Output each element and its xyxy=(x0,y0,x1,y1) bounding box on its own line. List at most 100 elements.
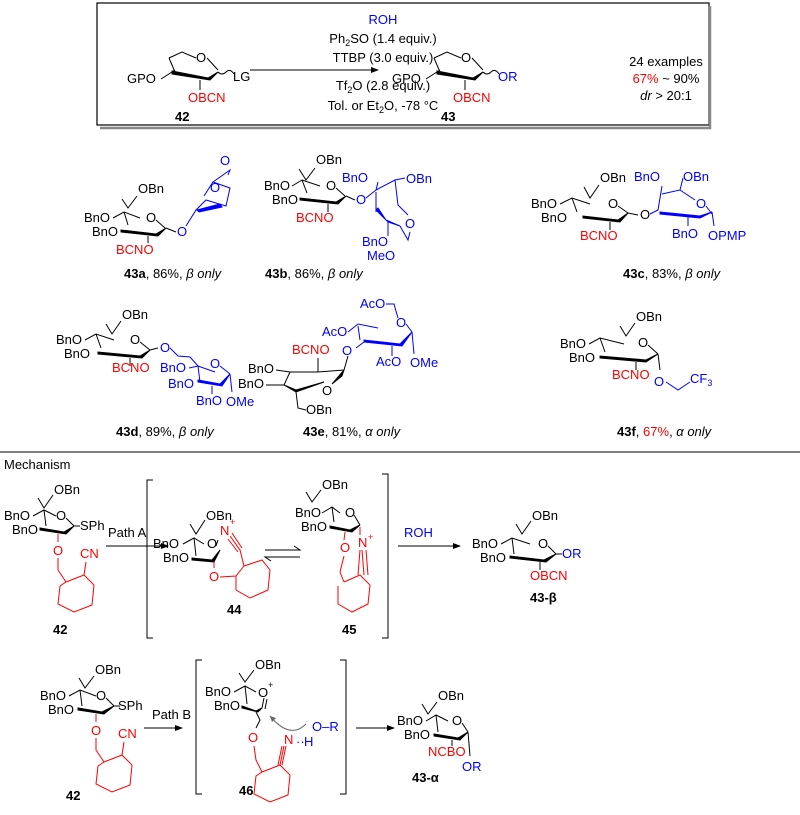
bno-label: BnO xyxy=(92,224,118,239)
ring-oxygen: O xyxy=(608,196,618,211)
path-a-label: Path A xyxy=(108,525,147,540)
ether-oxygen: O xyxy=(340,540,350,555)
glycosidic-oxygen: O xyxy=(160,340,170,355)
curved-arrow-head xyxy=(270,716,276,722)
bno-label: BnO xyxy=(205,684,231,699)
obcn-label: OBCN xyxy=(453,90,491,105)
bcno-label: BCNO xyxy=(612,367,650,382)
obcn-label: OBCN xyxy=(188,90,226,105)
bno-label: BnO xyxy=(4,508,30,523)
left-bracket-b xyxy=(195,659,202,795)
obn-label: OBn xyxy=(95,662,121,677)
reaction-conditions: ROH Ph2SO (1.4 equiv.) TTBP (3.0 equiv.)… xyxy=(250,12,438,115)
bno-label: BnO xyxy=(40,688,66,703)
bno-label: BnO xyxy=(84,210,110,225)
obn-label: OBn xyxy=(532,508,558,523)
glycosidic-oxygen: O xyxy=(177,224,187,239)
condition-tf2o: Tf2O (2.8 equiv.) xyxy=(336,78,430,95)
leaving-group-label: LG xyxy=(233,69,250,84)
ring-oxygen: O xyxy=(210,180,220,195)
glycosidic-oxygen: O xyxy=(342,343,352,358)
glycosidic-oxygen: O xyxy=(356,192,366,207)
or-label: OR xyxy=(462,759,482,774)
caption-43f: 43f, 67%, α only xyxy=(617,424,713,439)
meo-label: MeO xyxy=(367,248,395,263)
compound-43-beta-label: 43-β xyxy=(530,590,557,605)
caption-43b: 43b, 86%, β only xyxy=(265,266,364,281)
condition-roh: ROH xyxy=(369,12,398,27)
ring-oxygen: O xyxy=(210,356,220,371)
condition-ph2so: Ph2SO (1.4 equiv.) xyxy=(329,31,436,48)
example-43d: OBn BnO BnO O BCNO O BnO BnO O BnO OMe 4… xyxy=(56,307,254,439)
obn-label: OBn xyxy=(54,482,80,497)
bno-label: BnO xyxy=(48,702,74,717)
ether-oxygen: O xyxy=(209,569,219,584)
obn-label: OBn xyxy=(206,508,232,523)
compound-42-label: 42 xyxy=(53,622,67,637)
bno-label: BnO xyxy=(362,234,388,249)
path-a-compound-42: OBn BnO BnO O SPh O CN 42 xyxy=(4,482,105,637)
bno-label: BnO xyxy=(168,376,194,391)
ring-oxygen: O xyxy=(538,536,548,551)
left-bracket xyxy=(146,479,153,639)
bno-label: BnO xyxy=(56,332,82,347)
aco-label: AcO xyxy=(322,324,347,339)
compound-44-label: 44 xyxy=(227,602,242,617)
ring-oxygen: O xyxy=(146,210,156,225)
ring-oxygen: O xyxy=(56,508,66,523)
sph-label: SPh xyxy=(118,698,143,713)
sph-label: SPh xyxy=(80,518,105,533)
obn-label: OBn xyxy=(636,309,662,324)
ncbo-label: NCBO xyxy=(428,744,466,759)
nitrilium-n: N xyxy=(358,535,367,550)
bno-label: BnO xyxy=(531,196,557,211)
ether-oxygen: O xyxy=(248,730,258,745)
ome-label: OMe xyxy=(410,355,438,370)
bno-label: BnO xyxy=(480,550,506,565)
hbond-dots: ·· xyxy=(296,734,305,749)
product-43-beta: OBn BnO BnO O OR OBCN 43-β xyxy=(472,508,582,605)
or-label: OR xyxy=(562,546,582,561)
ring-oxygen: O xyxy=(345,505,355,520)
bcno-label: BCNO xyxy=(112,360,150,375)
condition-solvent: Tol. or Et2O, -78 °C xyxy=(328,98,439,115)
product-43-alpha: OBn BnO BnO O NCBO OR 43-α xyxy=(397,688,482,785)
ether-oxygen: O xyxy=(53,543,63,558)
nitrilium-n: N xyxy=(220,523,229,538)
plus-charge: + xyxy=(230,517,235,527)
diastereomeric-ratio: dr > 20:1 xyxy=(640,88,692,103)
ring-oxygen: O xyxy=(452,713,462,728)
general-reaction-box: GPO O LG OBCN 42 ROH Ph2SO (1.4 equiv.) … xyxy=(96,2,712,130)
compound-42-label: 42 xyxy=(175,109,189,124)
compound-45-label: 45 xyxy=(342,622,356,637)
cf3-label: CF3 xyxy=(690,371,712,388)
gpo-label: GPO xyxy=(127,71,156,86)
right-bracket-b xyxy=(340,659,347,795)
bno-label: BnO xyxy=(12,522,38,537)
example-43e: AcO AcO O O AcO OMe BCNO BnO BnO O OBn 4… xyxy=(238,296,438,439)
cn-label: CN xyxy=(80,546,99,561)
yield-range: 67% ~ 90% xyxy=(633,71,700,86)
bno-label: BnO xyxy=(397,713,423,728)
obn-label: OBn xyxy=(438,688,464,703)
ring-oxygen: O xyxy=(638,335,648,350)
ring-oxygen: O xyxy=(196,50,206,65)
ring-oxygen: O xyxy=(130,332,140,347)
aco-label: AcO xyxy=(376,354,401,369)
oxocarbenium-o: O xyxy=(258,685,268,700)
right-bracket xyxy=(382,473,389,639)
compound-43-label: 43 xyxy=(441,109,455,124)
bcno-label: BCNO xyxy=(296,210,334,225)
intermediate-44: OBn BnO BnO O N + O 44 xyxy=(153,508,271,617)
glycosidic-oxygen: O xyxy=(640,207,650,222)
obn-label: OBn xyxy=(255,657,281,672)
aco-label: AcO xyxy=(360,296,385,311)
ring-oxygen: O xyxy=(96,688,106,703)
obn-label: OBn xyxy=(406,171,432,186)
bno-label: BnO xyxy=(64,346,90,361)
reactant-42-structure: GPO O LG OBCN 42 xyxy=(127,50,250,124)
intermediate-46: OBn BnO BnO O + O N ·· H O–R 46 xyxy=(205,657,339,803)
bno-label: BnO xyxy=(272,192,298,207)
bcno-label: BCNO xyxy=(292,342,330,357)
ring-oxygen: O xyxy=(322,383,332,398)
